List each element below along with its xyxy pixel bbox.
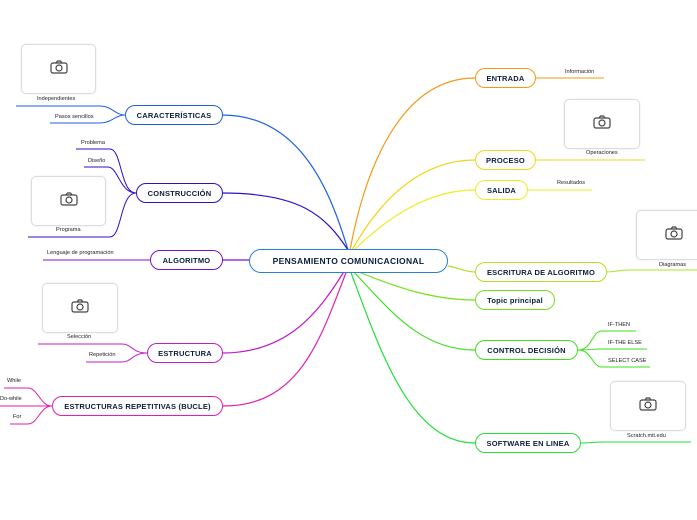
image-construccion (31, 176, 106, 226)
camera-icon (665, 225, 683, 245)
leaf-if-the-else[interactable]: IF-THE ELSE (608, 340, 642, 346)
camera-icon (49, 59, 68, 79)
topic-software[interactable]: SOFTWARE EN LINEA (475, 433, 581, 453)
edge-entrada (349, 77, 476, 251)
edge-topic-principal (353, 269, 476, 301)
topic-salida[interactable]: SALIDA (475, 180, 528, 200)
leaf-do-while[interactable]: Do-while (0, 396, 22, 402)
leaf-operaciones[interactable]: Operaciones (586, 150, 618, 156)
edge-estructura (221, 269, 346, 354)
topic-repetitivas[interactable]: ESTRUCTURAS REPETITIVAS (BUCLE) (52, 396, 223, 416)
edge-repetitivas (222, 269, 348, 407)
edge-construccion (221, 192, 349, 251)
image-software (610, 381, 686, 431)
topic-caracteristicas[interactable]: CARACTERÍSTICAS (125, 105, 223, 125)
image-estructura (42, 283, 118, 333)
leaf-diagramas[interactable]: Diagramas (659, 262, 687, 268)
camera-icon (593, 114, 611, 134)
image-escritura (636, 210, 697, 260)
topic-principal[interactable]: Topic principal (475, 290, 555, 310)
camera-icon (639, 396, 657, 416)
leaf-for[interactable]: For (13, 414, 22, 420)
leaf-scratch[interactable]: Scratch.mit.edu (627, 433, 666, 439)
edge-caracteristicas (221, 114, 349, 251)
edge-software (349, 269, 476, 444)
image-caracteristicas (21, 44, 96, 94)
leaf-independientes[interactable]: Independientes (37, 96, 76, 102)
leaf-lenguaje[interactable]: Lenguaje de programación (47, 250, 114, 256)
topic-escritura[interactable]: ESCRITURA DE ALGORITMO (475, 262, 607, 282)
leaf-problema[interactable]: Problema (81, 140, 105, 146)
edge-proceso (351, 159, 476, 251)
edge-escritura (447, 265, 476, 273)
leaf-seleccion[interactable]: Selección (67, 334, 92, 340)
topic-proceso[interactable]: PROCESO (475, 150, 536, 170)
image-proceso (564, 99, 640, 149)
leaf-pasos-sencillos[interactable]: Pasos sencillos (55, 114, 94, 120)
leaf-diseno[interactable]: Diseño (88, 158, 106, 164)
leaf-resultados[interactable]: Resultados (557, 180, 585, 186)
camera-icon (71, 298, 89, 318)
topic-estructura[interactable]: ESTRUCTURA (147, 343, 223, 363)
edge-salida (353, 189, 476, 251)
leaf-select-case[interactable]: SELECT CASE (608, 358, 647, 364)
topic-algoritmo[interactable]: ALGORITMO (150, 250, 223, 270)
edge-control (351, 269, 476, 351)
topic-entrada[interactable]: ENTRADA (475, 68, 536, 88)
leaf-if-then[interactable]: IF-THEN (608, 322, 631, 328)
central-topic[interactable]: PENSAMIENTO COMUNICACIONAL (249, 249, 448, 273)
leaf-informacion[interactable]: Información (565, 69, 595, 75)
leaf-repeticion[interactable]: Repetición (89, 352, 116, 358)
topic-control[interactable]: CONTROL DECISIÓN (475, 340, 578, 360)
camera-icon (59, 191, 78, 211)
leaf-programa[interactable]: Programa (56, 227, 81, 233)
leaf-while[interactable]: While (7, 378, 21, 384)
topic-construccion[interactable]: CONSTRUCCIÓN (136, 183, 223, 203)
